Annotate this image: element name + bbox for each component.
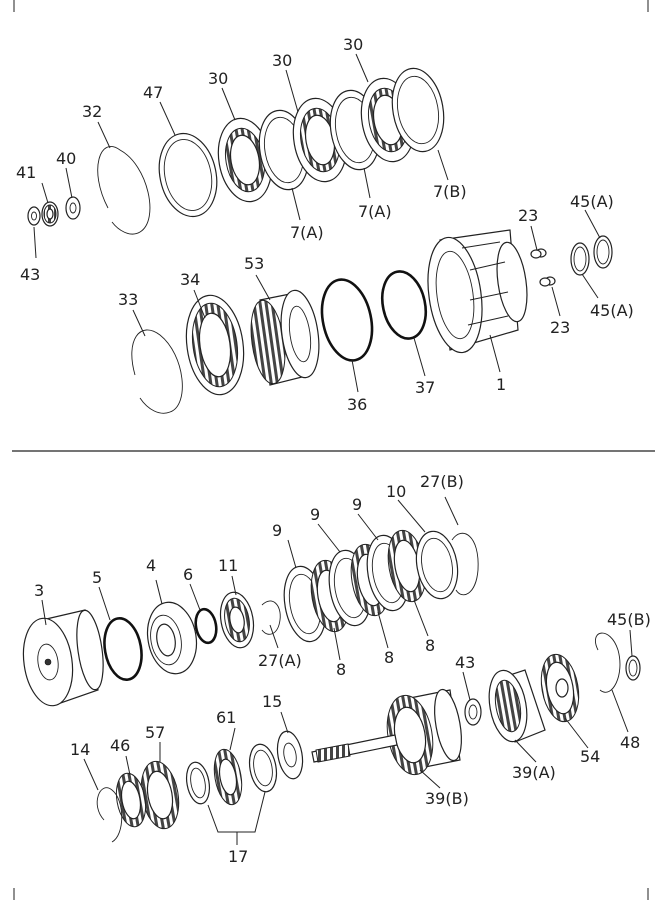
label-1: 1 bbox=[496, 375, 506, 394]
label-34: 34 bbox=[180, 270, 200, 289]
label-47: 47 bbox=[143, 83, 163, 102]
part-43-washer bbox=[27, 206, 41, 226]
label-45b: 45(B) bbox=[607, 610, 651, 629]
label-40: 40 bbox=[56, 149, 76, 168]
part-27b-snap-ring bbox=[451, 532, 479, 596]
label-30-b: 30 bbox=[272, 51, 292, 70]
part-output-shaft bbox=[311, 734, 398, 763]
part-30-disc-1 bbox=[217, 117, 273, 203]
part-48-snap-ring bbox=[595, 632, 621, 693]
part-15-thrust-plate bbox=[276, 730, 304, 780]
leader-lines-lower bbox=[41, 496, 633, 791]
part-57-gear bbox=[140, 760, 180, 830]
label-46: 46 bbox=[110, 736, 130, 755]
part-3-drum bbox=[22, 609, 104, 707]
label-45a-upper: 45(A) bbox=[570, 192, 614, 211]
part-61-bearing bbox=[213, 748, 243, 806]
label-48: 48 bbox=[620, 733, 640, 752]
label-23-lower: 23 bbox=[550, 318, 570, 337]
label-30-c: 30 bbox=[343, 35, 363, 54]
part-4-piston bbox=[146, 601, 198, 675]
label-61: 61 bbox=[216, 708, 236, 727]
part-45a-seal-1 bbox=[570, 242, 590, 276]
label-39b: 39(B) bbox=[425, 789, 469, 808]
label-8-b: 8 bbox=[384, 648, 394, 667]
label-8-a: 8 bbox=[336, 660, 346, 679]
part-7b-plate bbox=[391, 67, 445, 153]
part-46-gear bbox=[115, 772, 147, 828]
label-33: 33 bbox=[118, 290, 138, 309]
label-27a: 27(A) bbox=[258, 651, 302, 670]
label-54: 54 bbox=[580, 747, 600, 766]
label-7a-upper: 7(A) bbox=[358, 202, 392, 221]
part-33-snap-ring bbox=[131, 329, 183, 414]
crop-marks bbox=[13, 0, 649, 900]
part-1-clutch-drum bbox=[427, 229, 528, 354]
label-39a: 39(A) bbox=[512, 763, 556, 782]
part-8-disc-3 bbox=[387, 529, 427, 603]
label-23-upper: 23 bbox=[518, 206, 538, 225]
part-17-race-left bbox=[185, 761, 211, 805]
part-5-o-ring bbox=[103, 617, 143, 681]
part-14-snap-ring bbox=[96, 787, 123, 843]
part-39b-carrier bbox=[386, 688, 462, 776]
label-14: 14 bbox=[70, 740, 90, 759]
part-27a-snap-ring bbox=[261, 600, 281, 635]
label-53: 53 bbox=[244, 254, 264, 273]
part-17-race-right bbox=[248, 743, 278, 793]
part-53-hub bbox=[250, 289, 320, 386]
part-37-o-ring bbox=[380, 270, 428, 340]
label-5: 5 bbox=[92, 568, 102, 587]
part-23-pin-upper bbox=[530, 248, 547, 259]
label-43-lower: 43 bbox=[455, 653, 475, 672]
part-45a-seal-2 bbox=[593, 235, 613, 269]
part-32-snap-ring bbox=[97, 146, 151, 235]
part-54-gear bbox=[540, 653, 580, 723]
label-9-c: 9 bbox=[352, 495, 362, 514]
label-6: 6 bbox=[183, 565, 193, 584]
label-27b: 27(B) bbox=[420, 472, 464, 491]
label-30-a: 30 bbox=[208, 69, 228, 88]
part-36-o-ring bbox=[320, 278, 374, 362]
label-4: 4 bbox=[146, 556, 156, 575]
label-8-c: 8 bbox=[425, 636, 435, 655]
label-15: 15 bbox=[262, 692, 282, 711]
part-11-spring-assembly bbox=[219, 591, 255, 649]
label-17: 17 bbox=[228, 847, 248, 866]
label-7b: 7(B) bbox=[433, 182, 467, 201]
part-47-plate bbox=[158, 132, 218, 218]
part-39a-ring-gear bbox=[488, 669, 546, 743]
part-23-pin-lower bbox=[539, 276, 556, 287]
label-41: 41 bbox=[16, 163, 36, 182]
label-57: 57 bbox=[145, 723, 165, 742]
label-9-a: 9 bbox=[272, 521, 282, 540]
label-9-b: 9 bbox=[310, 505, 320, 524]
label-36: 36 bbox=[347, 395, 367, 414]
label-3: 3 bbox=[34, 581, 44, 600]
part-10-plate bbox=[415, 530, 459, 600]
label-43-upper: 43 bbox=[20, 265, 40, 284]
label-45a-lower: 45(A) bbox=[590, 301, 634, 320]
label-11: 11 bbox=[218, 556, 238, 575]
leader-lines-upper bbox=[33, 53, 601, 393]
label-32: 32 bbox=[82, 102, 102, 121]
part-43-washer-lower bbox=[464, 698, 482, 726]
part-34-one-way-clutch bbox=[185, 294, 245, 396]
label-37: 37 bbox=[415, 378, 435, 397]
part-41-thrust-bearing bbox=[41, 201, 59, 227]
label-7a-lower: 7(A) bbox=[290, 223, 324, 242]
part-40-washer bbox=[65, 196, 81, 220]
part-45b-seal bbox=[625, 655, 641, 681]
part-6-o-ring bbox=[194, 607, 218, 645]
label-10: 10 bbox=[386, 482, 406, 501]
